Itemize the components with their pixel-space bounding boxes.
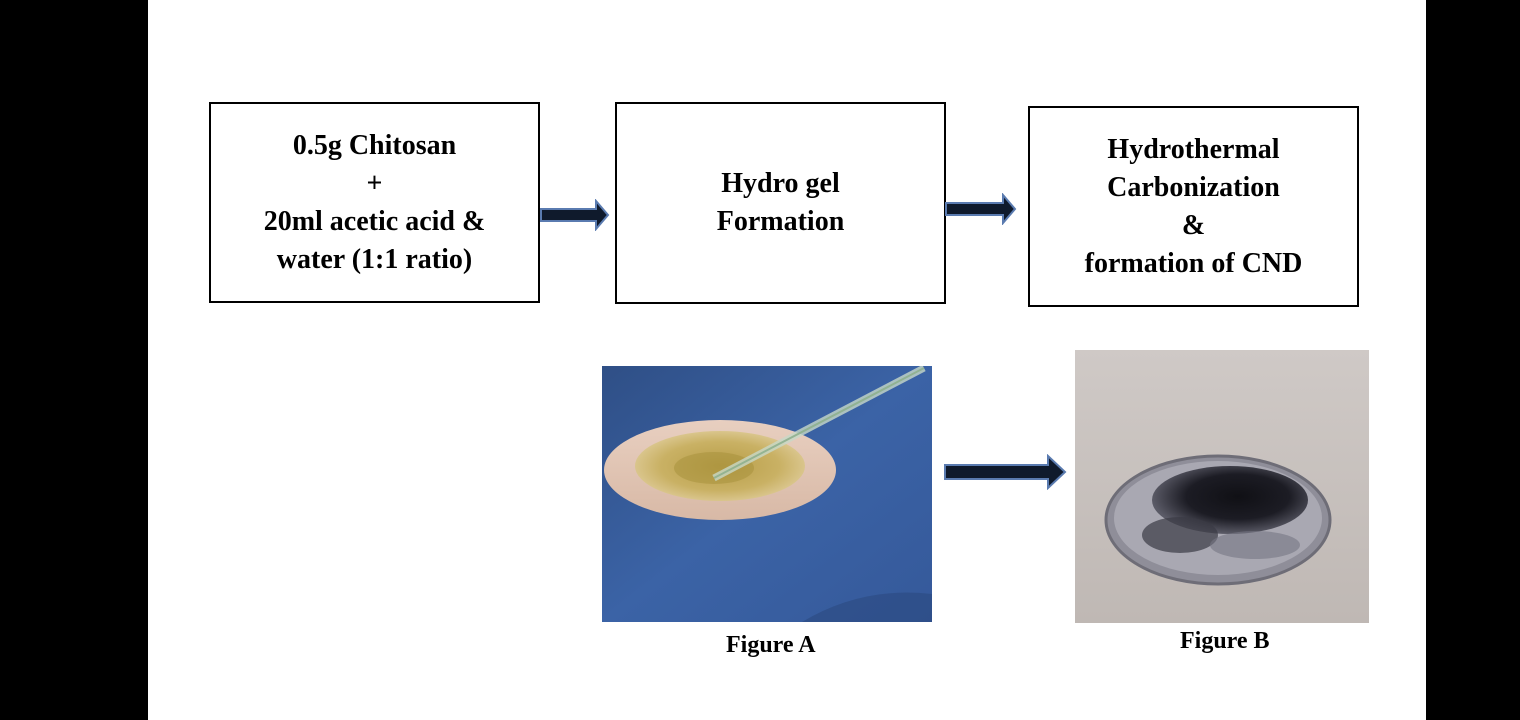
step-1-line-4: water (1:1 ratio) xyxy=(277,241,472,279)
step-box-hydrothermal-carbonization: Hydrothermal Carbonization & formation o… xyxy=(1028,106,1359,307)
step-2-line-1: Hydro gel xyxy=(721,165,839,203)
step-2-line-2: Formation xyxy=(717,203,845,241)
step-box-hydrogel-formation: Hydro gel Formation xyxy=(615,102,946,304)
figure-a-caption: Figure A xyxy=(726,632,816,659)
step-3-line-2: Carbonization xyxy=(1107,169,1280,207)
step-3-line-4: formation of CND xyxy=(1085,245,1303,283)
step-1-line-2: + xyxy=(367,165,383,203)
step-1-line-1: 0.5g Chitosan xyxy=(293,127,456,165)
arrow-right-icon xyxy=(540,199,610,231)
figure-b-photo xyxy=(1075,350,1369,623)
step-3-line-1: Hydrothermal xyxy=(1107,131,1279,169)
step-1-line-3: 20ml acetic acid & xyxy=(264,203,486,241)
arrow-right-icon xyxy=(945,193,1017,225)
step-3-line-3: & xyxy=(1182,207,1205,245)
figure-a-photo xyxy=(602,366,932,622)
arrow-right-icon xyxy=(944,454,1068,490)
figure-b-caption: Figure B xyxy=(1180,628,1270,655)
step-box-chitosan-mixture: 0.5g Chitosan + 20ml acetic acid & water… xyxy=(209,102,540,303)
